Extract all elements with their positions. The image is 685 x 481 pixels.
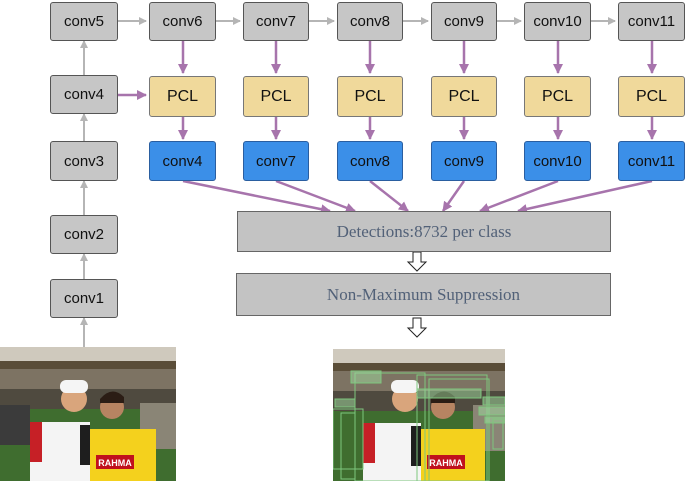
nms-box: Non-Maximum Suppression — [236, 273, 611, 316]
pcl-label: PCL — [260, 87, 292, 105]
conv3-label: conv3 — [63, 152, 105, 170]
feature-conv8-label: conv8 — [349, 152, 391, 170]
feature-conv9-box: conv9 — [431, 141, 497, 181]
conv8-box: conv8 — [337, 2, 403, 41]
feature-conv8-box: conv8 — [337, 141, 403, 181]
detection-arrows — [182, 179, 653, 215]
conv2-label: conv2 — [63, 226, 105, 243]
detections-box: Detections:8732 per class — [237, 211, 611, 252]
detections-label: Detections:8732 per class — [336, 221, 512, 241]
conv6-box: conv6 — [149, 2, 216, 41]
pcl-label: PCL — [541, 87, 574, 105]
conv10-box: conv10 — [524, 2, 591, 41]
pcl-arrows — [118, 41, 657, 140]
pcl-box: PCL — [149, 76, 216, 117]
conv3-box: conv3 — [50, 141, 118, 181]
pcl-label: PCL — [635, 87, 668, 105]
conv5-box: conv5 — [50, 2, 118, 41]
conv4-label: conv4 — [63, 86, 105, 103]
conv5-label: conv5 — [63, 13, 105, 30]
conv1-box: conv1 — [50, 279, 118, 318]
output-jersey-text: RAHMA — [429, 458, 463, 468]
pcl-box: PCL — [618, 76, 685, 117]
hollow-arrow-1 — [406, 251, 428, 272]
feature-conv4-label: conv4 — [162, 152, 203, 170]
feature-conv7-box: conv7 — [243, 141, 309, 181]
pcl-label: PCL — [354, 87, 386, 105]
feature-conv9-label: conv9 — [443, 152, 485, 170]
conv9-box: conv9 — [431, 2, 497, 41]
pcl-label: PCL — [448, 87, 480, 105]
conv1-label: conv1 — [63, 290, 105, 307]
detection-boxes — [333, 370, 505, 481]
feature-conv7-label: conv7 — [255, 152, 297, 170]
conv7-box: conv7 — [243, 2, 309, 41]
conv11-label: conv11 — [627, 13, 676, 30]
conv8-label: conv8 — [349, 13, 391, 30]
feature-conv4-box: conv4 — [149, 141, 216, 181]
conv9-label: conv9 — [443, 13, 485, 30]
conv2-box: conv2 — [50, 215, 118, 254]
conv6-label: conv6 — [162, 13, 203, 30]
feature-conv10-box: conv10 — [524, 141, 591, 181]
hollow-arrow-2 — [406, 317, 428, 338]
input-photo: RAHMA — [0, 347, 176, 481]
pcl-box: PCL — [431, 76, 497, 117]
pcl-box: PCL — [337, 76, 403, 117]
conv10-label: conv10 — [533, 13, 582, 30]
pcl-box: PCL — [524, 76, 591, 117]
feature-conv11-label: conv11 — [627, 152, 676, 170]
conv4-box: conv4 — [50, 75, 118, 114]
pcl-label: PCL — [166, 87, 199, 105]
input-jersey-text: RAHMA — [98, 458, 132, 468]
conv7-label: conv7 — [255, 13, 297, 30]
output-photo: RAHMA — [333, 349, 505, 481]
nms-label: Non-Maximum Suppression — [326, 284, 521, 304]
feature-conv11-box: conv11 — [618, 141, 685, 181]
conv11-box: conv11 — [618, 2, 685, 41]
feature-conv10-label: conv10 — [533, 152, 582, 170]
pcl-box: PCL — [243, 76, 309, 117]
